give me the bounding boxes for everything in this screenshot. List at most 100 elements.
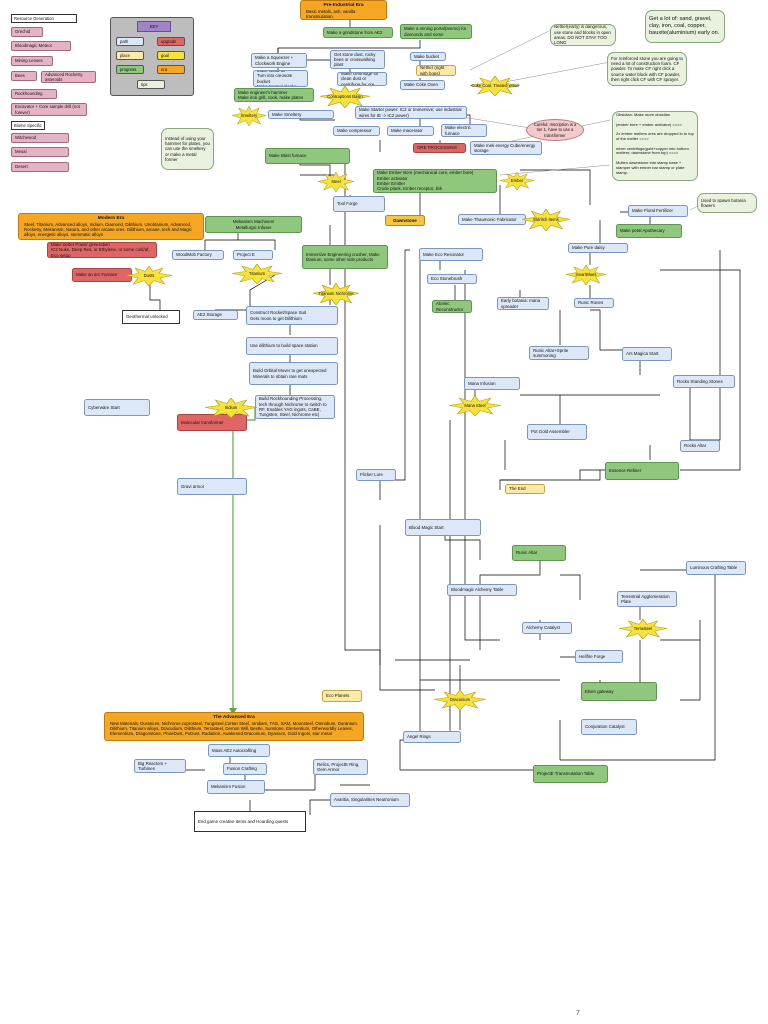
node-spawn-note: Used to spawn botania flowers <box>697 193 757 213</box>
node-eco-stonebrush: Eco Stonebrush <box>427 274 477 284</box>
node-projecte-transmutation: ProjectE Transmutation Table <box>533 765 608 783</box>
node-rockhounding-proc: Build Rockhounding Processing, tech thro… <box>255 395 335 419</box>
resource-item-bees: Bees <box>11 71 37 81</box>
legend-tips: tips <box>137 80 165 89</box>
node-use-dilithium: Use dilithium to build space station <box>246 337 338 355</box>
legend-key: KEY path upgrade place goal progress era… <box>110 17 194 96</box>
era-description: Steel, Titanium, Advanced alloys, Iridiu… <box>24 221 192 238</box>
legend-title: KEY <box>137 21 171 32</box>
resource-item-bloodmagic-meteor: Bloodmagic Meteor <box>11 41 71 51</box>
era-description: Basic metals, ash, vanilla transmutation… <box>306 8 356 20</box>
era-title: Pre-Industrial Era <box>323 3 364 8</box>
starburst-icon <box>449 396 501 416</box>
node-arc-furnace: Make an arc Furnace <box>72 268 132 282</box>
node-runic-altar2: Runic Altar <box>512 545 566 561</box>
milestone-ember: Ember <box>500 172 534 190</box>
node-grindstone: Make a grindstone from AE2 <box>323 27 393 38</box>
node-macerator: Make macerator <box>387 126 434 136</box>
node-compressor: Make compressor <box>333 126 380 136</box>
node-essence-refiner: Essence Refiner <box>605 462 679 480</box>
node-ars-magica: Ars Magica Start <box>622 347 672 361</box>
milestone-coke: Coke Coal, Treated wood <box>470 76 520 96</box>
starburst-icon <box>619 619 667 639</box>
node-runic-altar-sprite: Runic Altar+Sprite summoning <box>529 346 589 360</box>
node-tool-forge: Tool Forge <box>333 196 385 212</box>
node-flicker-lure: Flicker Lure <box>356 469 396 481</box>
node-thaumonomicon: Make Thaumonic Fabricator <box>458 214 526 225</box>
node-stone-dust: Get stone dust, rocky bees or crosswalki… <box>330 50 385 69</box>
node-rocket: Construct Rocket/Space Suit Gets moon to… <box>246 306 338 325</box>
node-early-botania: Early botania: mana spreader <box>497 297 549 310</box>
node-centrifuge: Make centrifuge for clean dust or centri… <box>337 72 387 86</box>
era-description: New Materials: Duranium, Nichrome,cupros… <box>110 720 359 737</box>
node-terrestrial: Terrestrial Agglomeration Plate <box>617 591 677 607</box>
node-bucket: Make bucket <box>410 52 446 61</box>
milestone-contraptions: Contraptions Basin <box>320 86 370 108</box>
starburst-icon <box>126 266 172 286</box>
node-molecular: Molecular transformer <box>177 414 247 431</box>
milestone-mana-steel: Mana Steel <box>449 396 501 416</box>
node-reinforced-note: For reinforced stone you are going to ne… <box>607 52 687 86</box>
node-squeezer: Make a Squeezer + Clockwork Engine <box>251 53 307 68</box>
node-runic-altar: Rocks Altar <box>680 440 720 452</box>
node-eco-planets: Eco Planets <box>322 690 362 702</box>
resource-item-mining-lenses: Mining Lenses <box>11 56 53 66</box>
resource-item-orechid: Orechid <box>11 27 43 37</box>
node-alchemy-catalyst: Alchemy Catalyst <box>522 622 572 634</box>
node-hellfire: Hellfire Forge <box>575 650 623 663</box>
node-project-e: Project E <box>233 250 273 260</box>
node-blood-magic: Blood Magic Start <box>405 519 481 536</box>
starburst-icon <box>470 76 520 96</box>
node-using-hammer-note: Instead of using your hammer for plates,… <box>161 128 214 170</box>
node-dawnstone: Dawnstone <box>385 215 425 226</box>
node-angel-rings: Angel Rings <box>403 731 461 743</box>
node-relics: Relics, ProjectE Ring, Gem Armor <box>313 759 368 775</box>
node-big-reactors: Big Reactors + Turbines <box>134 759 186 773</box>
biome-item-witchwood: Witchwood <box>11 133 69 143</box>
legend-era: era <box>157 65 185 74</box>
node-elven-gateway: Elven gateway <box>581 682 657 701</box>
node-floral-fertilizer: Make Floral Fertilizer <box>628 205 688 217</box>
era-title: The Advanced Era <box>213 715 255 720</box>
node-woodmob: WoodMob Factory <box>172 250 224 260</box>
node-immersive-eng: Immersive Engineering crusher, Make tita… <box>302 245 388 269</box>
page-number: 7 <box>576 1010 580 1017</box>
node-cyberware: Cyberware Start <box>84 399 150 416</box>
milestone-titanium: Titanium <box>232 264 282 284</box>
node-mana-infusion: Mana Infusion <box>464 377 520 390</box>
node-avaritia: Avaritia, Singularities Neutronium <box>330 793 410 807</box>
milestone-titanium-nichrome: Titanium Nichrome <box>313 283 359 305</box>
node-wood-oil: Make wood oil Turn into creosote bucket … <box>253 70 308 87</box>
legend-progress: progress <box>116 65 144 74</box>
node-stirling: Make Starter power: IC2 or Immersive; us… <box>355 106 467 119</box>
starburst-icon <box>566 265 606 285</box>
node-smeltery: Make Smeltery <box>268 110 334 119</box>
node-engineer-hammer: Make engineer's hammer Make iron grill, … <box>234 88 314 102</box>
node-obsidian-note: Obsidian: Make more obsidian (ember bore… <box>612 111 698 181</box>
node-ore-processing: ORE PROCESSING <box>413 143 466 153</box>
starburst-icon <box>320 86 370 108</box>
legend-goal: goal <box>157 51 185 60</box>
node-ember-note: Careful: Inscription is a tier 1, have t… <box>526 119 584 141</box>
node-petal-apothecary: Make petal Apothecary <box>616 224 682 238</box>
era-pre-industrial: Pre-Industrial Era Basic metals, ash, va… <box>300 0 387 20</box>
node-mek-energy: Make mek energy Cube/energy storage <box>470 141 542 155</box>
node-conjuration: Conjuration Catalyst <box>581 719 637 735</box>
node-mekanism-fusion: Mekanism Fusion <box>207 780 265 794</box>
node-ember-bore: Make Ember Bore (mechanical core, ember … <box>373 169 497 193</box>
milestone-draconium: Draconium <box>434 690 486 710</box>
era-advanced: The Advanced Era New Materials: Duranium… <box>104 712 364 741</box>
node-mek-machines: Mekanism Machines! Metallurgic Infuser <box>205 216 302 233</box>
starburst-icon <box>434 690 486 710</box>
starburst-icon <box>232 106 266 126</box>
node-runic-standing: Rocks Standing Stones <box>673 375 735 388</box>
node-the-end: The End <box>505 484 545 494</box>
milestone-smeltery: Smeltery <box>232 106 266 126</box>
node-orbital-mover: Build Orbital Mover to get unexpected Mi… <box>249 362 338 385</box>
milestone-steel: Steel <box>318 172 354 192</box>
legend-path: path <box>116 37 144 46</box>
node-electric-furnace: Make electric furnace <box>441 124 487 137</box>
resource-item-advanced-rocketry: Advanced Rocketry, asteroids <box>41 71 96 83</box>
milestone-iridium: Iridium <box>205 398 257 418</box>
resource-item-excavator: Excavator + Core sample drill (not forev… <box>11 103 87 116</box>
